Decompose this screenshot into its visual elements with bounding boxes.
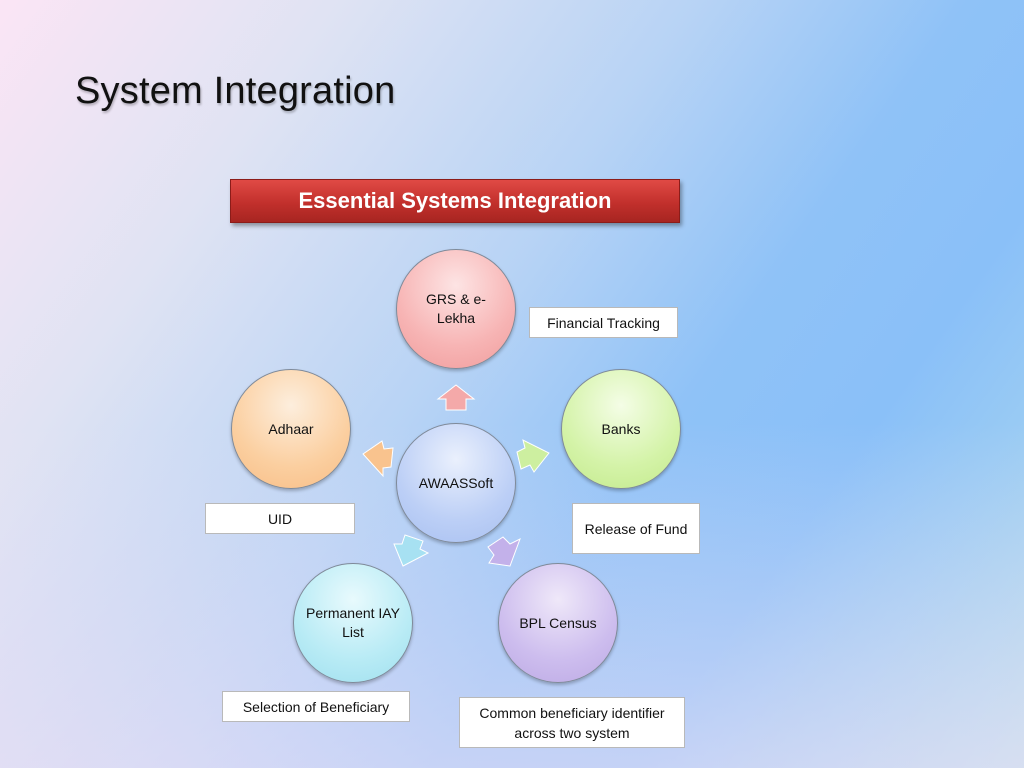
arrow-to-iay — [393, 534, 430, 567]
node-permanent-iay-list: Permanent IAY List — [293, 563, 413, 683]
arrow-to-adhaar — [362, 440, 394, 478]
label-uid: UID — [205, 503, 355, 534]
label-selection-of-beneficiary: Selection of Beneficiary — [222, 691, 410, 722]
node-banks: Banks — [561, 369, 681, 489]
arrow-to-grs — [436, 384, 476, 411]
node-grs-elekha: GRS & e-Lekha — [396, 249, 516, 369]
arrow-to-banks — [516, 439, 550, 473]
slide-title: System Integration — [75, 70, 396, 112]
label-common-identifier: Common beneficiary identifier across two… — [459, 697, 685, 748]
diagram-banner: Essential Systems Integration — [230, 179, 680, 223]
node-awaassoft-center: AWAASSoft — [396, 423, 516, 543]
node-bpl-census: BPL Census — [498, 563, 618, 683]
node-adhaar: Adhaar — [231, 369, 351, 489]
label-release-of-fund: Release of Fund — [572, 503, 700, 554]
label-financial-tracking: Financial Tracking — [529, 307, 678, 338]
arrow-to-bpl — [487, 536, 521, 567]
